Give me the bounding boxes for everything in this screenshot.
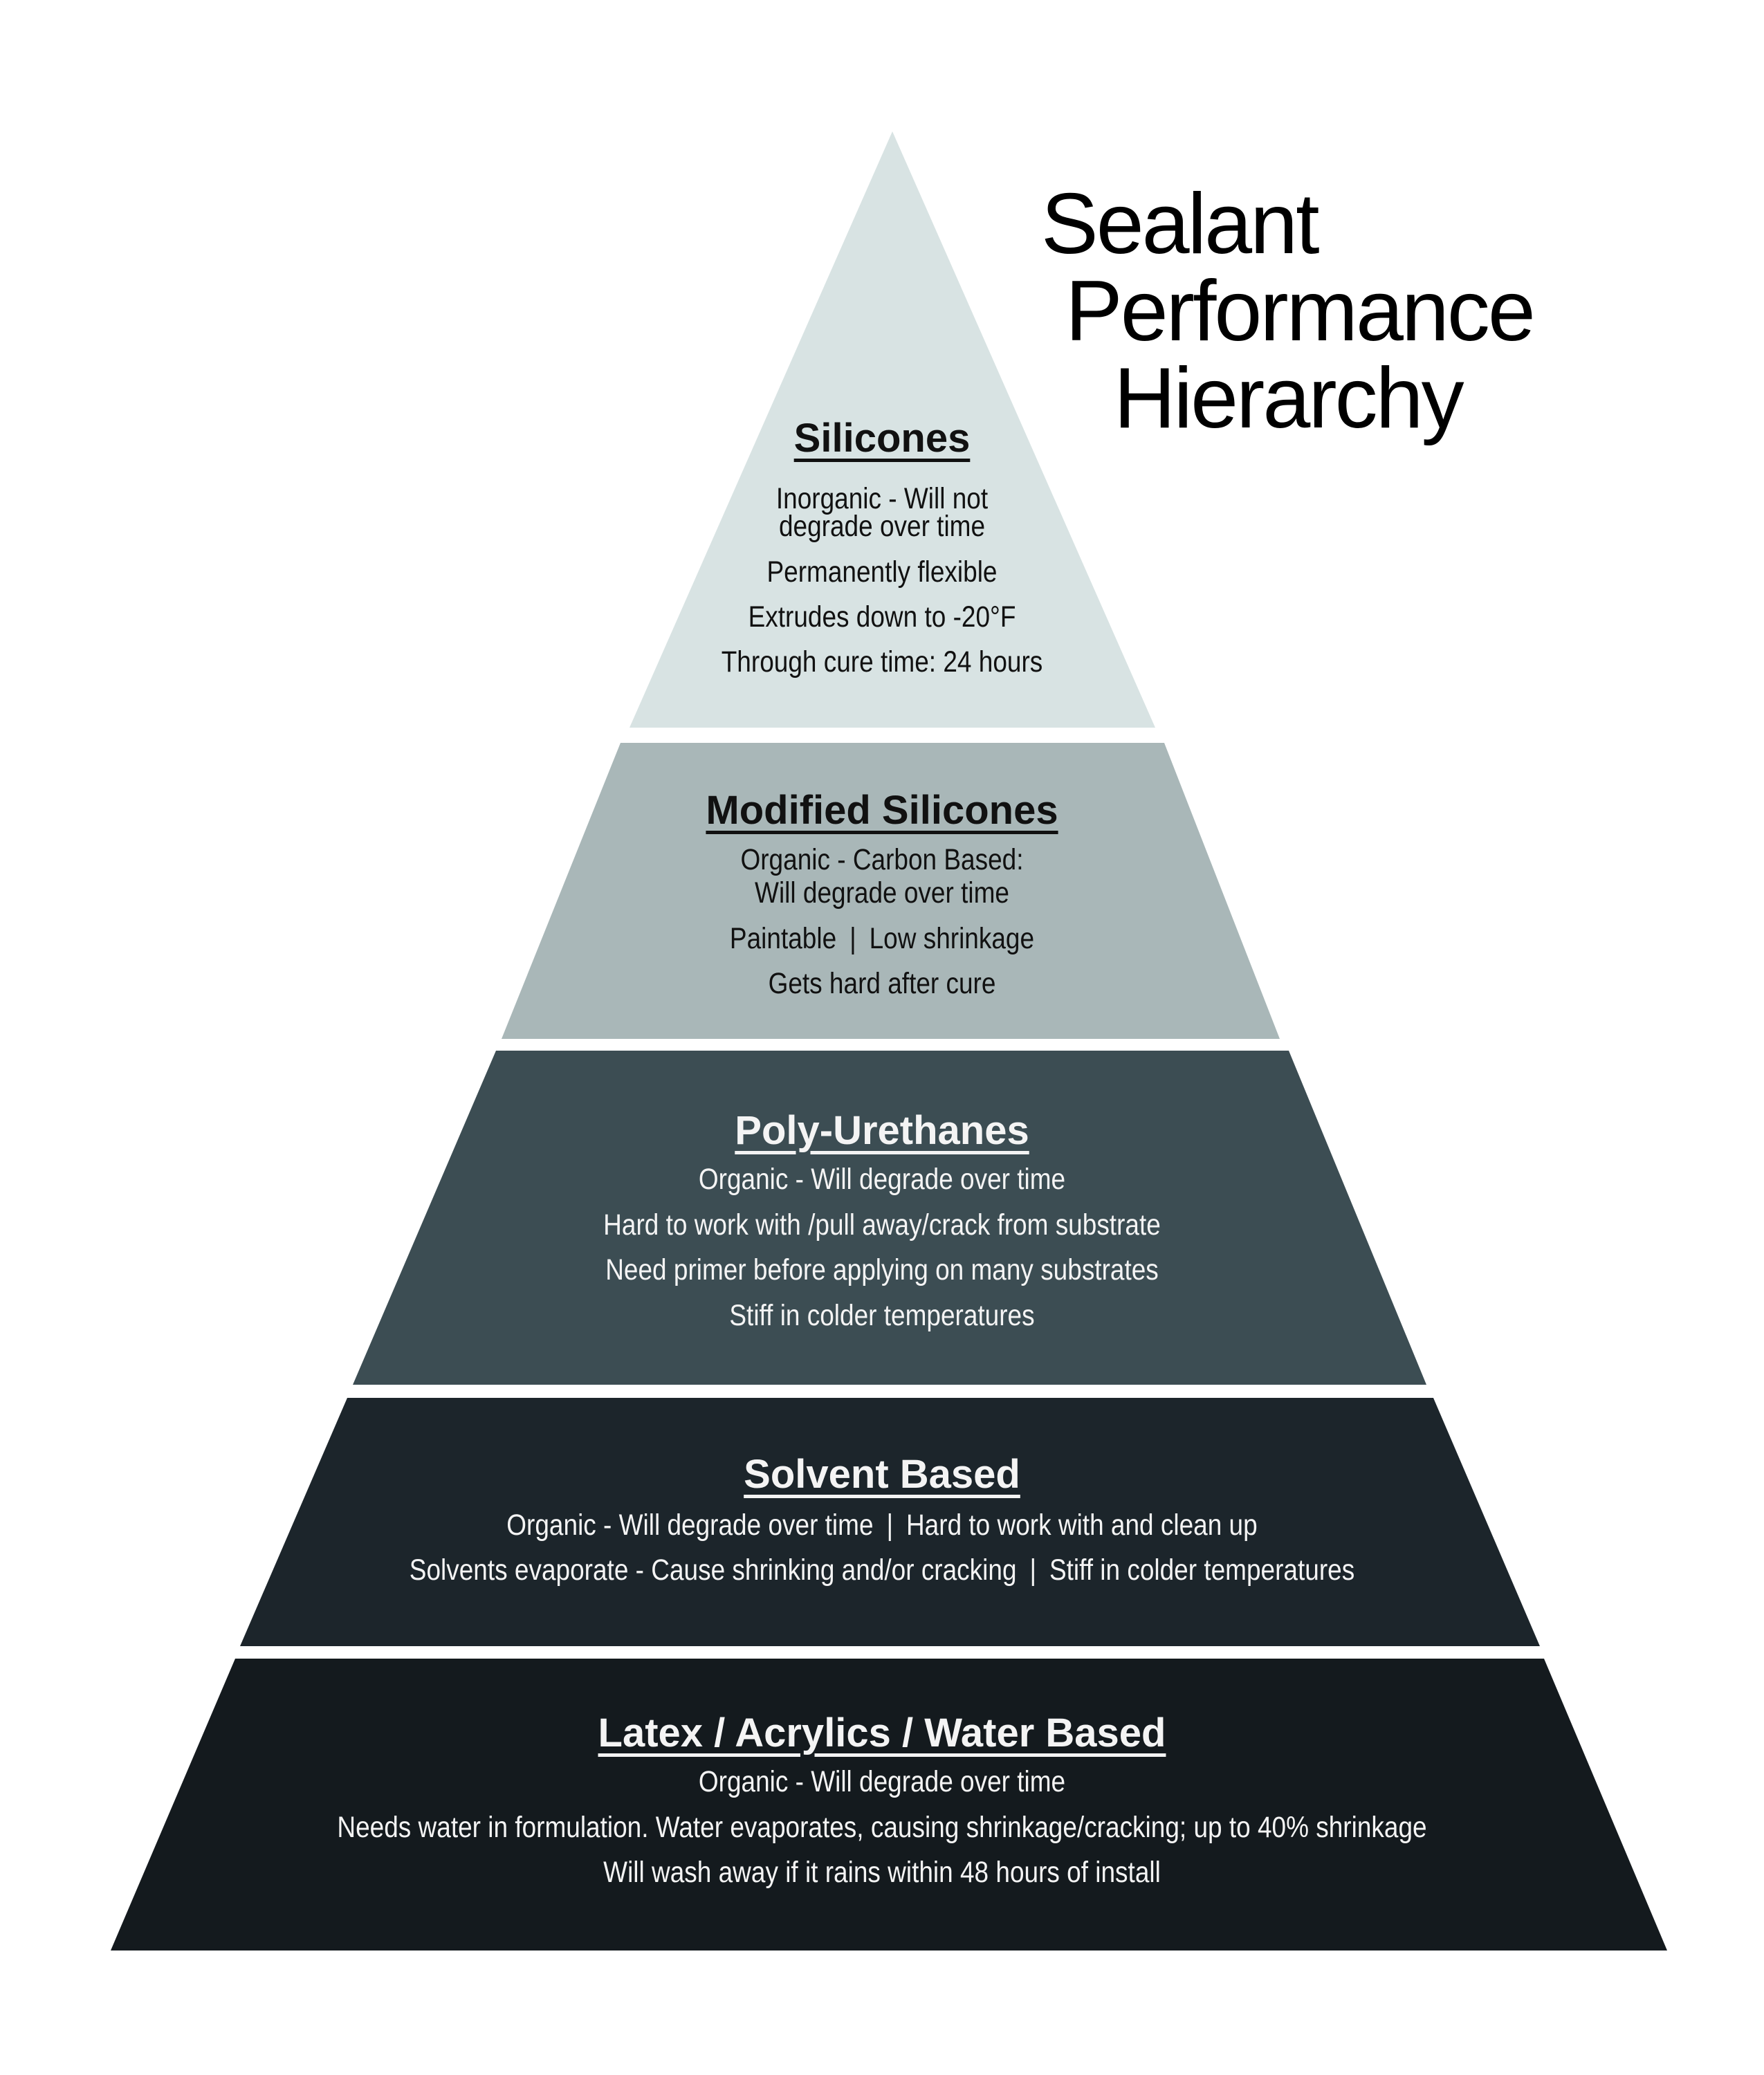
- tier-heading: Silicones: [793, 416, 971, 461]
- tier-line: Permanently flexible: [766, 555, 998, 589]
- tier-split-line: Paintable | Low shrinkage: [124, 924, 1641, 954]
- tier-heading: Poly-Urethanes: [735, 1108, 1029, 1153]
- separator: |: [849, 922, 856, 955]
- tier-line: Gets hard after cure: [768, 967, 996, 1000]
- tier-heading: Solvent Based: [744, 1452, 1020, 1497]
- tier-line: Need primer before applying on many subs…: [605, 1253, 1159, 1286]
- tier-poly-urethanes-shape: [353, 1051, 1426, 1385]
- tier-line-left: Paintable: [729, 922, 837, 955]
- tier-line-left: Solvents evaporate - Cause shrinking and…: [409, 1553, 1017, 1587]
- tier-latex-shape: [111, 1659, 1667, 1950]
- tier-line: Organic - Will degrade over time: [698, 1765, 1066, 1798]
- tier-line-right: Low shrinkage: [869, 922, 1035, 955]
- tier-line-right: Hard to work with and clean up: [906, 1509, 1258, 1542]
- tier-line: degrade over time: [778, 510, 986, 543]
- tier-split-line: Solvents evaporate - Cause shrinking and…: [124, 1556, 1641, 1585]
- tier-heading: Modified Silicones: [706, 788, 1058, 833]
- tier-line: Will wash away if it rains within 48 hou…: [603, 1856, 1161, 1889]
- tier-line: Extrudes down to -20°F: [748, 600, 1016, 634]
- tier-line: Will degrade over time: [755, 876, 1009, 910]
- page-title-line-1: Sealant: [1041, 176, 1320, 272]
- separator: |: [886, 1509, 894, 1542]
- tier-line: Through cure time: 24 hours: [721, 645, 1043, 679]
- page-title-line-3: Hierarchy: [1114, 351, 1464, 446]
- page-title-line-2: Performance: [1065, 264, 1536, 359]
- tier-line: Inorganic - Will not: [775, 482, 989, 515]
- tier-line: Organic - Carbon Based:: [740, 843, 1024, 876]
- tier-line-right: Stiff in colder temperatures: [1049, 1553, 1355, 1587]
- tier-solvent-based-shape: [240, 1398, 1540, 1646]
- tier-line: Stiff in colder temperatures: [729, 1299, 1035, 1332]
- tier-line: Hard to work with /pull away/crack from …: [603, 1208, 1161, 1242]
- separator: |: [1029, 1553, 1037, 1587]
- tier-silicones-shape: [630, 131, 1155, 728]
- tier-line: Needs water in formulation. Water evapor…: [337, 1811, 1427, 1844]
- tier-line-left: Organic - Will degrade over time: [506, 1509, 874, 1542]
- tier-heading: Latex / Acrylics / Water Based: [598, 1710, 1166, 1755]
- tier-split-line: Organic - Will degrade over time | Hard to…: [124, 1511, 1641, 1540]
- tier-line: Organic - Will degrade over time: [698, 1163, 1066, 1196]
- tier-modified-silicones-shape: [502, 743, 1280, 1039]
